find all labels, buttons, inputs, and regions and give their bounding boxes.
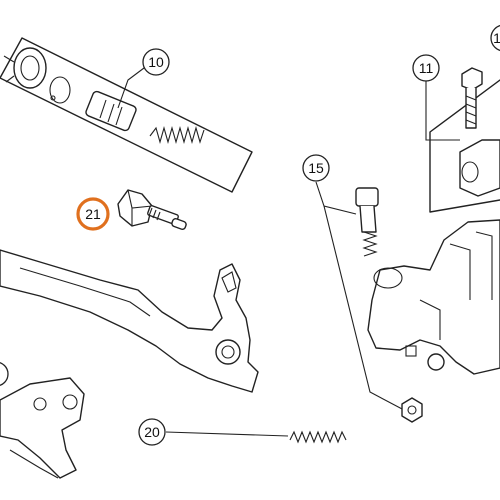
housing-body xyxy=(367,219,500,375)
callout-top-right-partial[interactable]: 1 xyxy=(490,24,500,52)
lever-pivot-hole xyxy=(215,339,241,365)
callout-21-highlight-ring xyxy=(76,197,110,231)
part-10-master-cylinder-kit[interactable] xyxy=(0,37,253,193)
bracket-body xyxy=(0,377,85,479)
boot-cap-inner xyxy=(20,55,40,81)
bolt-shank xyxy=(359,205,377,233)
callout-left-partial xyxy=(0,361,9,387)
callout-15-circle xyxy=(302,154,330,182)
housing-ridges xyxy=(419,231,493,340)
callout-20-circle xyxy=(138,418,166,446)
spring-20-coil xyxy=(289,430,347,444)
callout-11-label: 11 xyxy=(419,60,434,76)
callout-11[interactable]: 11 xyxy=(412,54,440,82)
callout-10[interactable]: 10 xyxy=(142,48,170,76)
adjuster-tip xyxy=(171,217,187,231)
callout-partial-label: 1 xyxy=(493,30,500,46)
piston-grooves xyxy=(99,99,123,126)
callout-20-leader xyxy=(165,431,289,437)
pivot-nut xyxy=(401,397,423,423)
part-11-reservoir-assembly[interactable] xyxy=(425,67,500,213)
bolt-thread xyxy=(362,231,378,257)
housing-bore xyxy=(373,267,403,289)
boot-cap xyxy=(13,47,47,89)
part-21-adjuster[interactable] xyxy=(117,189,187,231)
callout-20-label: 20 xyxy=(144,424,160,440)
part-20-spring[interactable] xyxy=(165,430,347,444)
housing-bolt-hole xyxy=(427,353,445,371)
lever-pivot-hole-inner xyxy=(221,345,235,359)
circlip xyxy=(49,76,71,104)
adjuster-knob-facets xyxy=(127,189,153,226)
callout-10-leader xyxy=(117,64,149,109)
lever-slot xyxy=(221,271,237,293)
callout-15-label: 15 xyxy=(308,160,324,176)
callout-11-leader xyxy=(425,70,460,141)
bracket-hole-1 xyxy=(33,397,47,411)
callout-left-partial-circle xyxy=(0,361,9,387)
bolt-11-thread xyxy=(465,95,477,125)
boot-cap-rim xyxy=(3,55,15,83)
reservoir-port xyxy=(461,161,479,183)
callout-10-circle xyxy=(142,48,170,76)
partial-bracket-lower-left xyxy=(0,377,85,479)
circlip-eye xyxy=(50,95,56,101)
callout-partial-circle xyxy=(490,24,500,52)
bolt-head xyxy=(355,187,379,207)
brake-lever[interactable] xyxy=(0,249,259,393)
callout-10-label: 10 xyxy=(148,54,164,70)
reservoir-body xyxy=(459,139,500,197)
adjuster-thread xyxy=(148,207,161,221)
lever-edge xyxy=(19,267,151,317)
part-15-pivot-bolt[interactable] xyxy=(315,181,423,423)
callout-21-highlighted[interactable]: 21 xyxy=(76,197,110,231)
callout-15[interactable]: 15 xyxy=(302,154,330,182)
housing-window xyxy=(405,345,417,357)
bolt-11-head xyxy=(461,67,483,91)
spring xyxy=(149,125,205,145)
bracket-hole-2 xyxy=(62,394,78,410)
callout-21-label: 21 xyxy=(85,206,101,222)
bracket-edge xyxy=(9,449,59,479)
callout-20[interactable]: 20 xyxy=(138,418,166,446)
pivot-nut-hole xyxy=(407,405,417,415)
callout-11-circle xyxy=(412,54,440,82)
lever-blade xyxy=(0,249,259,393)
master-cylinder-housing xyxy=(367,219,500,375)
callout-15-leader xyxy=(315,181,405,411)
piston xyxy=(85,90,137,132)
